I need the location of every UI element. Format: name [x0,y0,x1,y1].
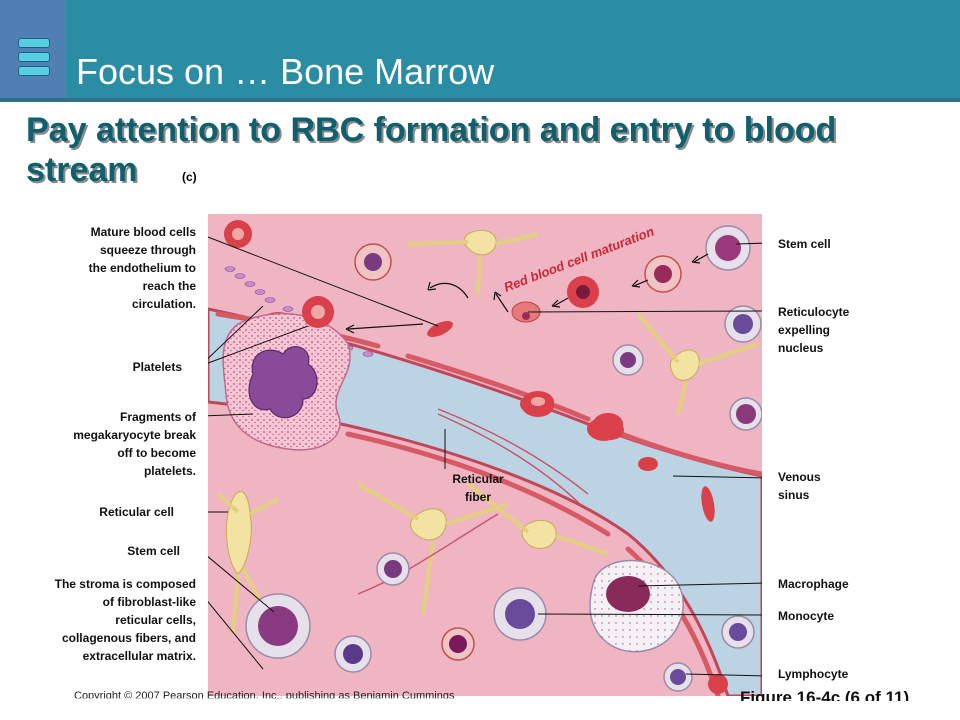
reticular-fibers [357,408,589,595]
maturation-arrows [345,253,709,334]
panel-letter: (c) [182,170,197,184]
label-fragments: Fragments of megakaryocyte break off to … [73,410,196,478]
slide-subtitle: Pay attention to RBC formation and entry… [26,111,837,189]
label-monocyte: Monocyte [778,609,835,623]
label-macrophage: Macrophage [778,577,849,591]
label-platelets: Platelets [132,360,182,374]
label-reticulocyte: Reticulocyte expelling nucleus [778,305,850,355]
stack-logo-icon [18,38,50,86]
bone-marrow-illustration: Red blood cell maturation [208,214,762,696]
label-stem-cell-right: Stem cell [778,237,831,251]
megakaryocyte [222,312,351,451]
label-stroma: The stroma is composed of fibroblast-lik… [54,577,196,663]
round-cells [224,220,762,694]
label-reticular-fiber: Reticular fiber [452,472,504,504]
cell-squeezing-through [427,320,453,338]
label-reticular-cell: Reticular cell [99,505,174,519]
label-mature-cells: Mature blood cells squeeze through the e… [88,225,196,311]
leader-lines [208,236,762,677]
label-lymphocyte: Lymphocyte [778,667,849,681]
reticular-cells [216,229,759,635]
header-divider [0,98,960,102]
footer-figure-ref: Figure 16-4c (6 of 11) [740,688,910,707]
logo-block [0,0,66,100]
macrophage [589,559,684,653]
label-venous-sinus: Venous sinus [778,470,821,502]
label-stem-cell-left: Stem cell [127,544,180,558]
header-bar [0,0,960,100]
footer-copyright: Copyright © 2007 Pearson Education, Inc.… [74,690,455,702]
slide-title: Focus on … Bone Marrow [76,51,495,92]
